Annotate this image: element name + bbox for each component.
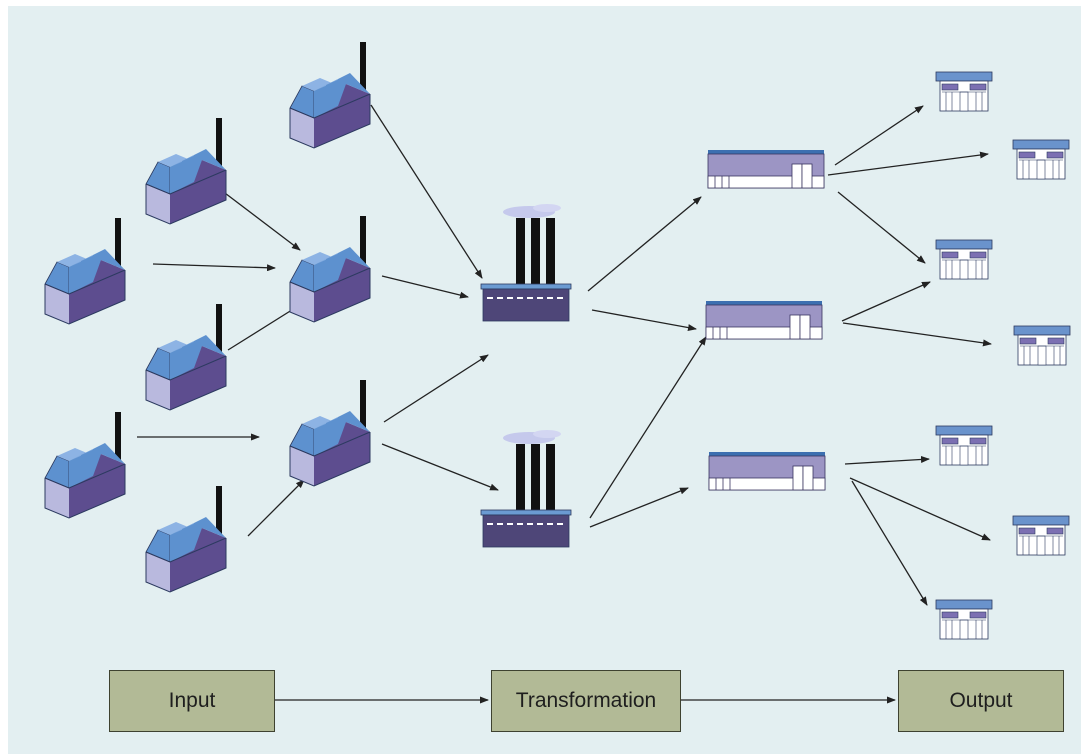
manufacturing-plant-icon	[480, 203, 572, 322]
retail-store-icon	[1013, 325, 1071, 366]
small-factory-icon	[145, 117, 227, 225]
retail-store-icon	[1012, 139, 1070, 180]
small-factory-icon	[289, 379, 371, 487]
output-label: Output	[949, 689, 1013, 712]
retail-store-icon	[935, 599, 993, 640]
warehouse-icon	[708, 451, 826, 491]
small-factory-icon	[44, 411, 126, 519]
small-factory-icon	[145, 303, 227, 411]
input-box: Input	[109, 670, 275, 732]
retail-store-icon	[1012, 515, 1070, 556]
warehouse-icon	[707, 149, 825, 189]
small-factory-icon	[289, 215, 371, 323]
input-label: Input	[168, 689, 216, 712]
retail-store-icon	[935, 71, 993, 112]
flow-arrows	[137, 104, 992, 704]
small-factory-icon	[145, 485, 227, 593]
retail-store-icon	[935, 425, 993, 466]
small-factory-icon	[289, 41, 371, 149]
warehouse-icon	[705, 300, 823, 340]
retail-store-icon	[935, 239, 993, 280]
transformation-label: Transformation	[515, 689, 657, 712]
output-box: Output	[898, 670, 1064, 732]
transformation-box: Transformation	[491, 670, 681, 732]
small-factory-icon	[44, 217, 126, 325]
